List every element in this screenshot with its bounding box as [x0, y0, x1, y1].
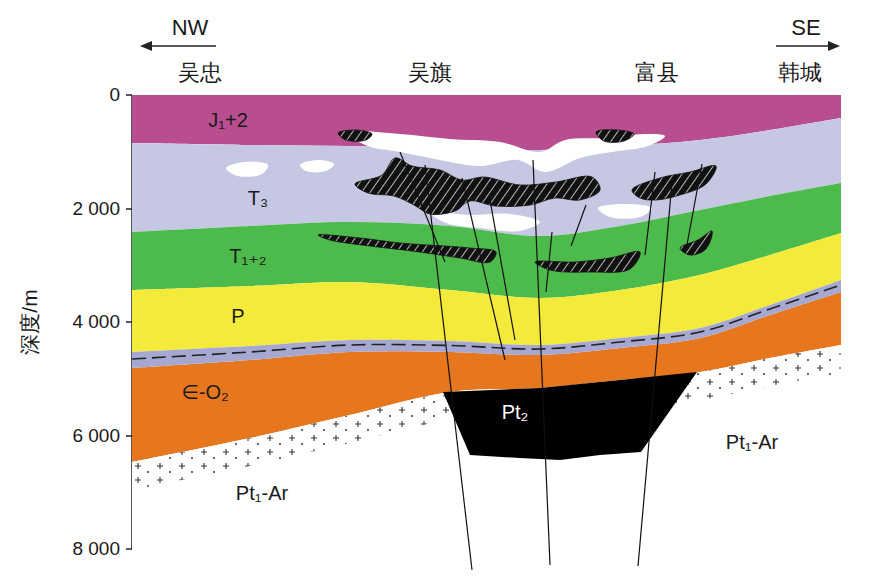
depth-tick-label: 8 000 — [72, 539, 120, 560]
layer-fill — [132, 233, 841, 352]
fault-line — [462, 178, 505, 360]
layer-fill — [132, 345, 841, 585]
place-name: 富县 — [635, 61, 679, 85]
direction-arrow-se — [776, 41, 840, 51]
fault-line — [571, 205, 586, 246]
fault-line — [686, 164, 702, 250]
white-lens — [598, 204, 652, 219]
direction-arrow-nw — [140, 41, 216, 51]
layer-fill — [443, 372, 697, 460]
ordovician-band — [132, 280, 841, 368]
white-lens — [430, 211, 540, 231]
fault-line — [400, 152, 445, 262]
gas-reservoir — [535, 251, 640, 272]
layer-label: P — [231, 305, 244, 327]
gas-reservoir — [596, 130, 634, 143]
gas-reservoir — [338, 130, 372, 141]
layer-label: Pt₂ — [499, 401, 532, 423]
place-name: 吴忠 — [178, 61, 222, 85]
layer-fill — [132, 95, 841, 150]
depth-tick-label: 4 000 — [72, 312, 120, 333]
layer-fill — [132, 183, 841, 298]
layer-fill — [132, 292, 841, 462]
fault-line — [638, 182, 672, 566]
place-name: 吴旗 — [408, 61, 452, 85]
layer-label: J₁+2 — [208, 109, 248, 131]
depth-axis — [131, 95, 133, 549]
layer-label: Pt₁-Ar — [726, 431, 778, 453]
layer-fill — [132, 118, 841, 236]
white-lens — [345, 131, 665, 172]
gas-reservoir — [318, 235, 496, 263]
axis-title: 深度/m — [18, 289, 41, 354]
depth-tick-label: 2 000 — [72, 199, 120, 220]
layer-label: ∈-O₂ — [181, 381, 228, 403]
fault-line — [425, 165, 472, 570]
depth-tick-label: 0 — [109, 85, 120, 106]
fault-line — [645, 172, 655, 255]
gas-reservoir — [355, 158, 600, 215]
unconformity-line — [132, 285, 841, 359]
layer-label: T₁₊₂ — [229, 245, 266, 267]
fault-line — [490, 200, 515, 340]
layer-label: Pt₁-Ar — [236, 482, 288, 504]
depth-tick-label: 6 000 — [72, 426, 120, 447]
basement-crosses — [132, 345, 841, 490]
layer-label: T₃ — [248, 187, 268, 209]
axis-ticks — [126, 95, 132, 549]
place-name: 韩城 — [778, 61, 822, 85]
direction-label: NW — [172, 16, 209, 40]
white-lens — [300, 160, 334, 172]
fault-line — [533, 160, 550, 565]
white-lens — [226, 162, 268, 177]
gas-reservoir — [632, 165, 716, 200]
gas-reservoir — [680, 231, 712, 255]
fault-line — [546, 232, 552, 292]
direction-label: SE — [791, 16, 820, 40]
